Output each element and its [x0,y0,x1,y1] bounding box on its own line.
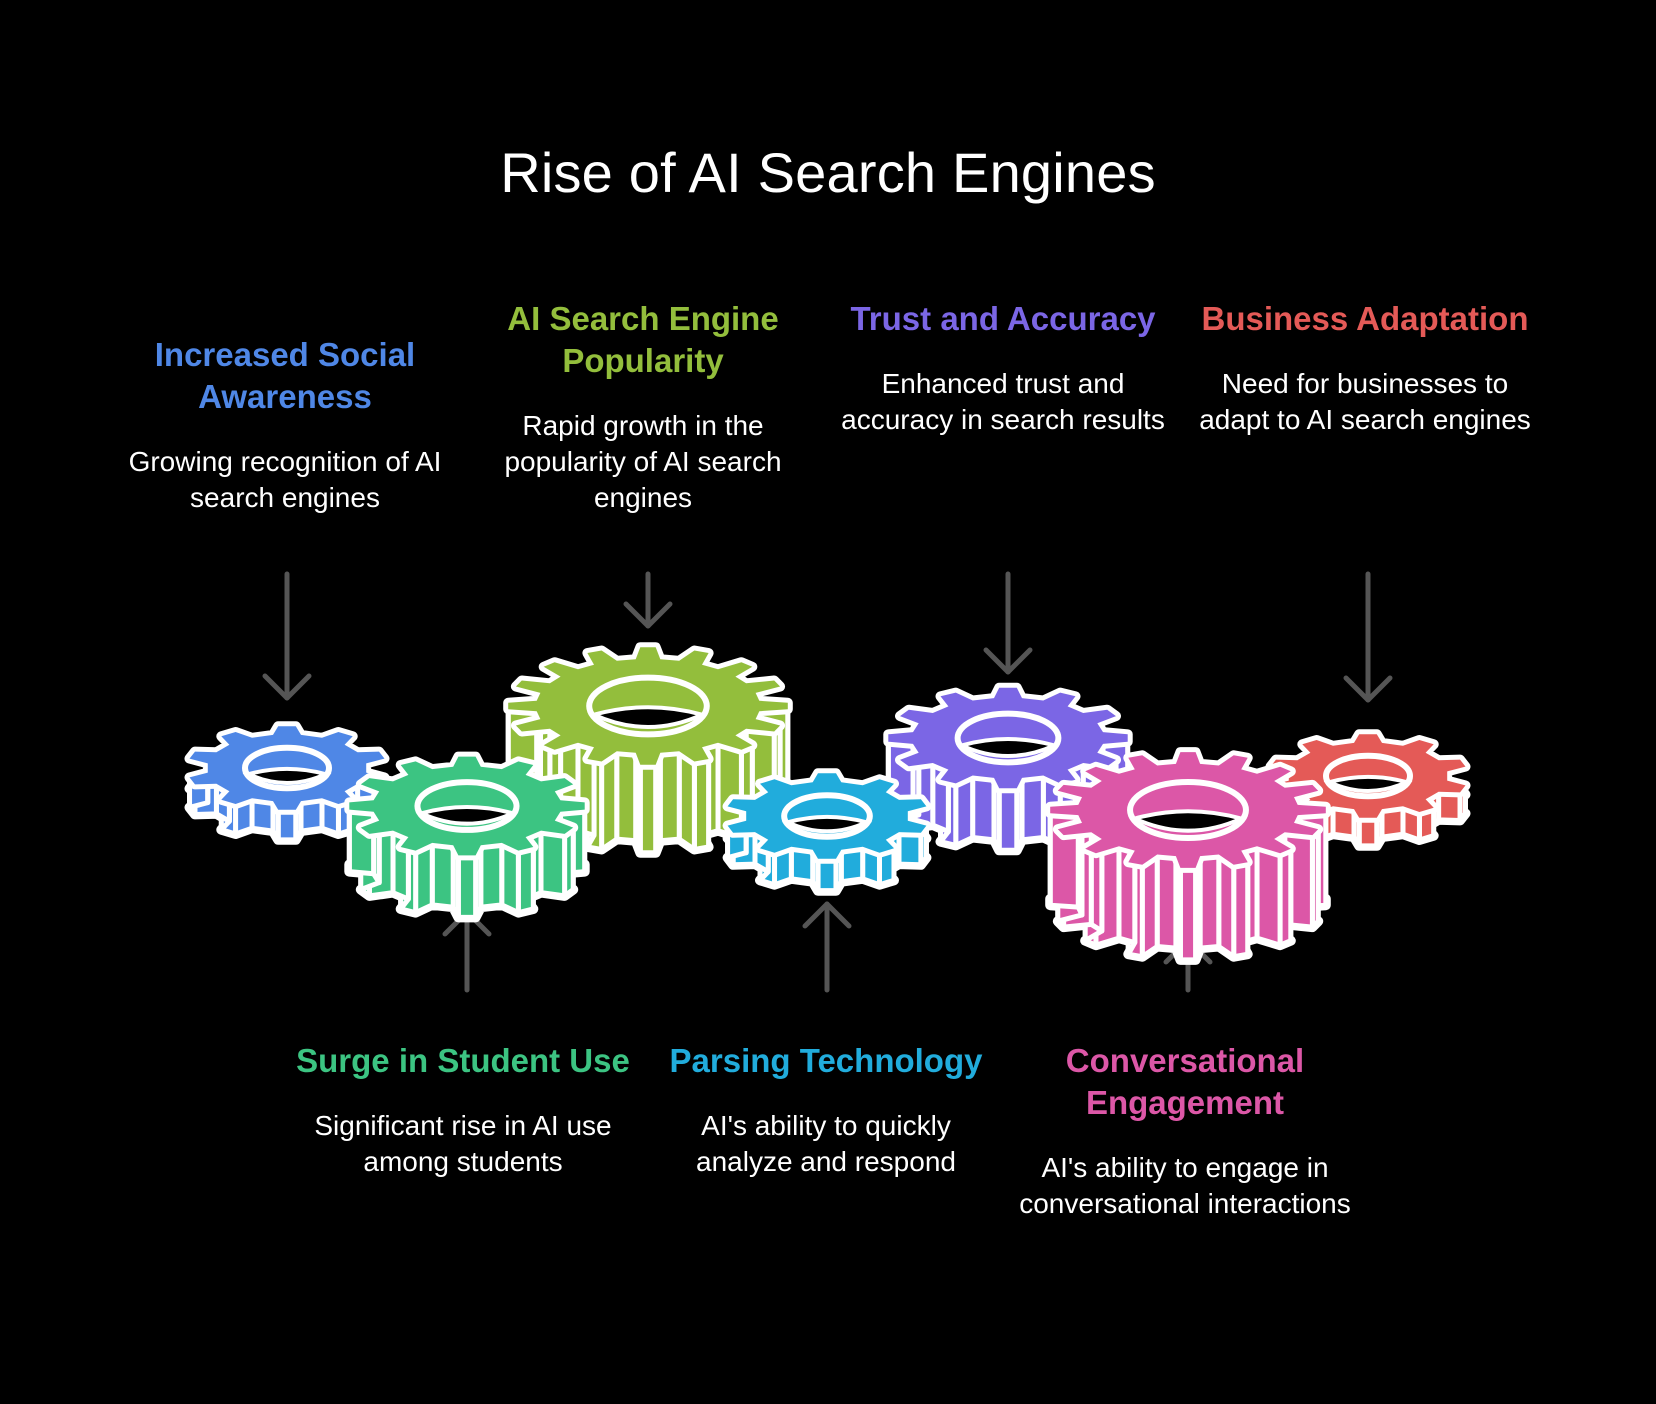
item-conversational: Conversational Engagement AI's ability t… [1015,1040,1355,1222]
item-heading: Parsing Technology [669,1042,983,1079]
gear-hole [1323,774,1413,793]
item-description: Significant rise in AI use among student… [314,1110,612,1177]
item-description: Rapid growth in the popularity of AI sea… [504,410,782,513]
gear-hole [955,737,1061,758]
item-heading: Surge in Student Use [296,1042,630,1079]
gear-hole [781,814,873,834]
item-student-use: Surge in Student Use Significant rise in… [293,1040,633,1180]
item-trust: Trust and Accuracy Enhanced trust and ac… [833,298,1173,438]
item-description: AI's ability to quickly analyze and resp… [696,1110,956,1177]
gear-hole [588,705,708,729]
gear-side-strip [478,840,505,910]
gear-side-strip [970,772,997,843]
gear-conversational-icon [1045,747,1331,965]
gear-side-strip [455,852,479,920]
gear-side-strip [1254,843,1283,948]
arrow-trust-icon [983,571,1033,675]
arrow-business-icon [1343,571,1393,703]
gear-side-strip [1154,852,1179,951]
arrow-social-awareness-icon [262,571,312,701]
gear-side-strip [429,840,456,910]
item-heading: Business Adaptation [1201,300,1529,337]
item-description: AI's ability to engage in conversational… [1019,1152,1351,1219]
item-popularity: AI Search Engine Popularity Rapid growth… [473,298,813,516]
gear-business-icon [1265,729,1471,851]
item-description: Enhanced trust and accuracy in search re… [841,368,1165,435]
item-description: Growing recognition of AI search engines [128,446,442,513]
diagram-title: Rise of AI Search Engines [500,141,1156,204]
gear-parsing-icon [722,768,932,896]
item-heading: Conversational Engagement [1065,1042,1305,1121]
arrow-student-use-icon [442,909,492,993]
gear-side-strip [1197,852,1222,951]
gear-side-strip [657,748,682,844]
gear-hole [1128,809,1248,833]
arrow-parsing-icon [802,901,852,993]
item-heading: Increased Social Awareness [154,336,416,415]
arrow-popularity-icon [623,571,673,629]
item-social-awareness: Increased Social Awareness Growing recog… [115,334,455,516]
item-parsing: Parsing Technology AI's ability to quick… [656,1040,996,1180]
item-heading: Trust and Accuracy [850,300,1156,337]
item-heading: AI Search Engine Popularity [507,300,779,379]
gear-side-strip [614,748,639,844]
gear-side-strip [538,828,568,899]
gear-side-strip [1019,772,1046,843]
gear-popularity-icon [503,642,793,858]
item-business: Business Adaptation Need for businesses … [1195,298,1535,438]
gear-side-strip [996,785,1020,853]
gear-student-use-icon [344,751,590,923]
gear-hole [415,805,519,826]
gear-hole [242,766,332,785]
item-description: Need for businesses to adapt to AI searc… [1199,368,1531,435]
